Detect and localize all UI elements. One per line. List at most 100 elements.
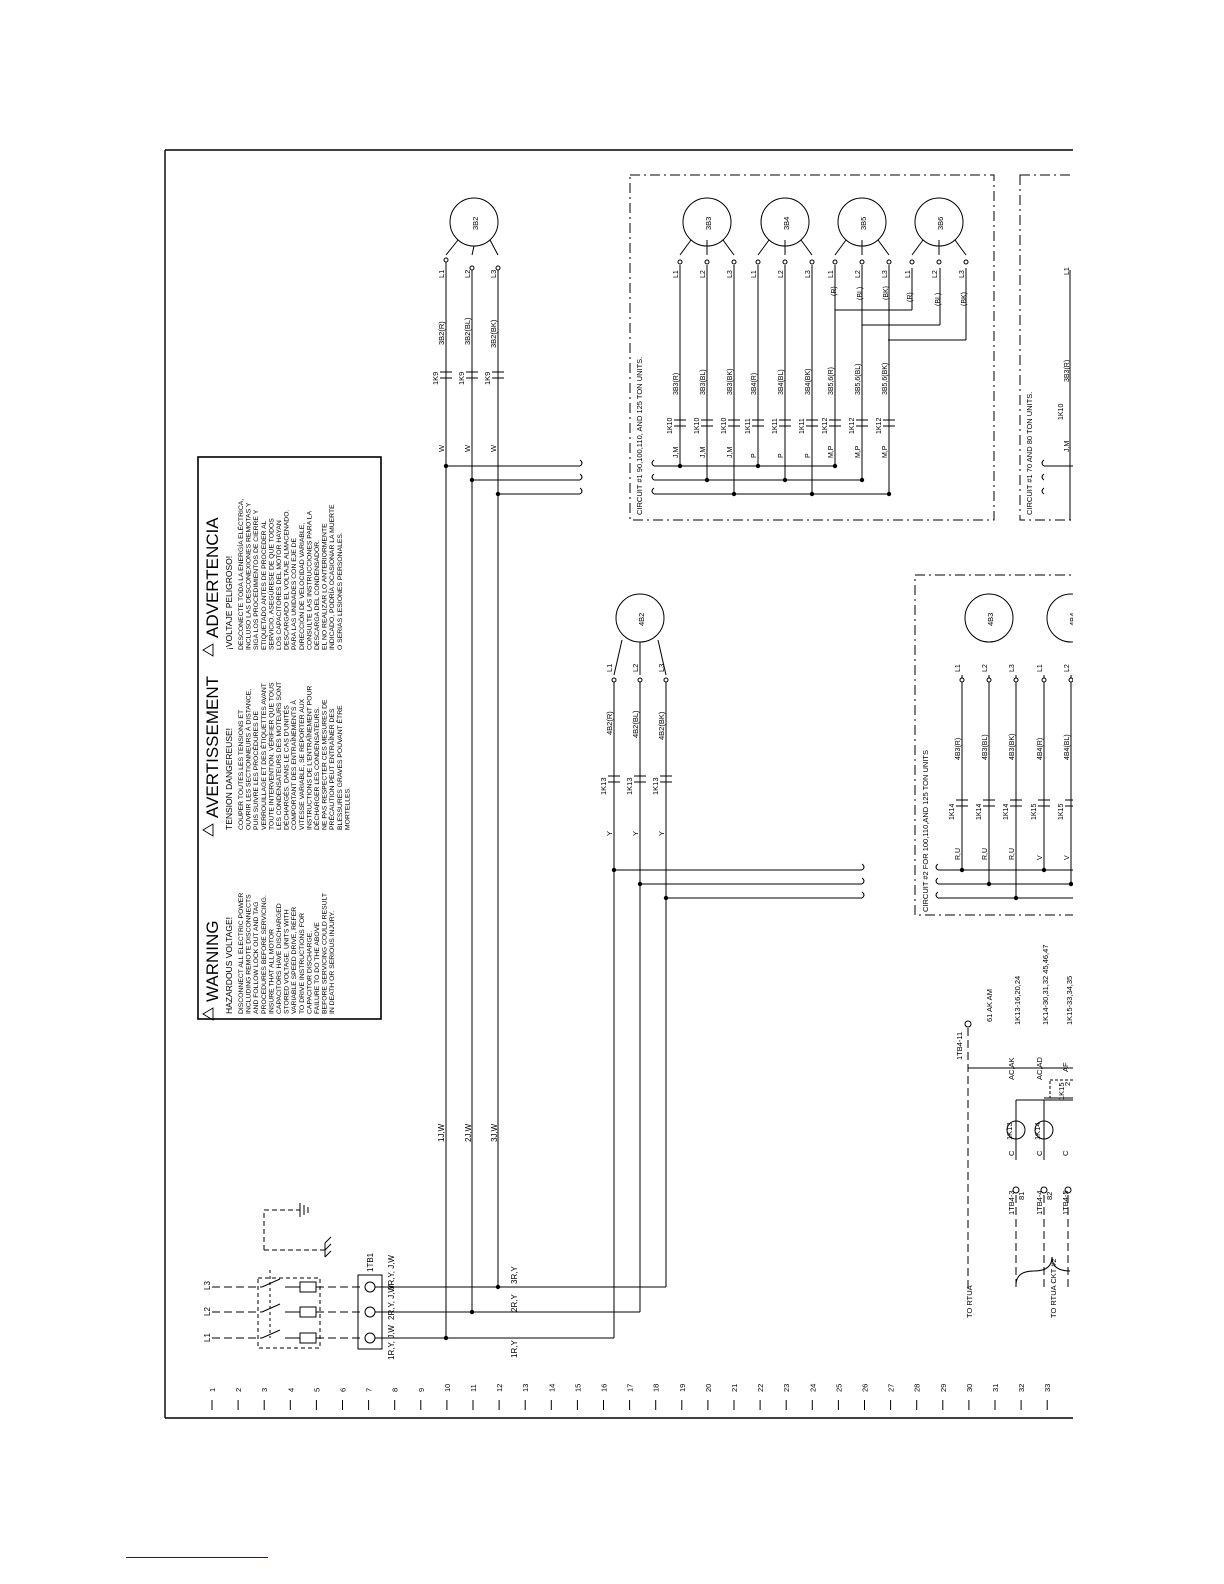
- warning-body-line: INCLUSO LAS DESCONEXIONES REMOTAS Y: [246, 502, 253, 650]
- motor-label: 3B5: [859, 217, 868, 230]
- terminal-dot: [986, 677, 992, 683]
- warning-subtitle-fr: TENSION DANGEREUSE!: [224, 728, 234, 830]
- motor-terminal: L1: [828, 270, 835, 278]
- fan-3B2-lead3: 3B2(BK): [489, 319, 498, 348]
- warning-body-line: IN DEATH OR SERIOUS INJURY.: [329, 911, 336, 1014]
- contactor-label: 1K10: [667, 418, 674, 434]
- fan-4B2-lead2: 4B2(BL): [631, 710, 640, 738]
- tb-row1-coil: 1K13: [1005, 1122, 1014, 1140]
- warning-body-line: COMPORTANT DES ENTRAÎNEMENTS À: [289, 700, 298, 830]
- fan-3B2-k3: 1K9: [483, 372, 492, 385]
- fan-3B2-lead2: 3B2(BL): [463, 317, 472, 345]
- terminal-dot: [704, 259, 710, 265]
- motor-label: 4B4: [1068, 613, 1077, 626]
- fan-4B2-k3: 1K13: [651, 777, 660, 795]
- motor-terminal: L1: [905, 270, 912, 278]
- wire-label: J,M: [700, 447, 707, 458]
- warning-title-fr: AVERTISSEMENT: [203, 676, 222, 818]
- warning-subtitle-en: HAZARDOUS VOLTAGE!: [224, 917, 234, 1014]
- warning-body-line: O SERIAS LESIONES PERSONALES.: [337, 532, 344, 650]
- warning-body-line: DÉCHARGER LES CONDENSATEURS.: [312, 707, 321, 830]
- circuit2-title: CIRCUIT #2 FOR 100,110,AND 125 TON UNITS: [921, 750, 930, 912]
- warning-body-es: DESCONECTE TODA LA ENERGÍA ELÉCTRICA,INC…: [236, 499, 344, 650]
- rung-number: 18: [652, 1384, 661, 1392]
- rung-number: 17: [626, 1384, 635, 1392]
- tb-row2-c: C: [1035, 1150, 1044, 1156]
- fan-4B2-w1: Y: [605, 831, 614, 836]
- fan-3B2-branch: 3B2 L1 L2 L3 3B2(R) 3B2(BL) 3B2(BK) 1K9 …: [431, 197, 504, 452]
- motor-terminal: L3: [882, 270, 889, 278]
- tb-row1-num: 81: [1017, 1192, 1026, 1200]
- wire-label-2: 2J,W: [464, 1123, 473, 1142]
- lead-label: 3B5,6(BK): [882, 363, 889, 395]
- to-rtua-label: TO RTUA: [965, 1285, 974, 1318]
- warning-body-line: VARIABLE SPEED DRIVE, REFER: [291, 907, 298, 1014]
- rung-number: 10: [443, 1384, 452, 1392]
- wire-label: P: [778, 453, 785, 458]
- motor-lead: [911, 239, 924, 256]
- warning-body-line: AND FOLLOW LOCK OUT AND TAG: [253, 901, 260, 1014]
- warning-body-line: OUVRIR LES SECTIONNEURS À DISTANCE,: [244, 689, 253, 830]
- contactor-label: 1K12: [876, 418, 883, 434]
- fan-4B2-label: 4B2: [637, 613, 646, 626]
- fan-3B2-w3: W: [489, 444, 498, 452]
- warning-body-line: MORTELLES.: [344, 787, 351, 830]
- warning-body-line: CAPACITORS HAVE DISCHARGED: [276, 903, 283, 1014]
- contactor-label: 1K11: [745, 418, 752, 434]
- fan-3B2-k1: 1K9: [431, 372, 440, 385]
- motor-label: 3B6: [936, 217, 945, 230]
- rung-number: 31: [991, 1384, 1000, 1392]
- c1-b6-color-r: (R): [907, 292, 914, 302]
- warning-body-line: PROCEDURES BEFORE SERVICING.: [261, 895, 268, 1014]
- warning-body-line: COUPER TOUTES LES TENSIONS ET: [238, 710, 245, 830]
- rung-number: 16: [600, 1384, 609, 1392]
- rung-number: 21: [730, 1384, 739, 1392]
- circuit2-motors: 4B3L14B3(R)1K14R,UL24B3(BL)1K14R,UL34B3(…: [949, 593, 1077, 901]
- lead-label: 3B5,6(BL): [855, 363, 862, 395]
- wire-label: P: [805, 453, 812, 458]
- warning-label: WARNING HAZARDOUS VOLTAGE! DISCONNECT AL…: [197, 456, 382, 1021]
- drawing-frame: [164, 149, 1073, 1419]
- motor-terminal: L2: [778, 270, 785, 278]
- fan-3B2-w2: W: [463, 444, 472, 452]
- bus-dots: [443, 463, 669, 1341]
- lead-label: 4B3(R): [955, 738, 962, 760]
- warning-body-line: TO DRIVE INSTRUCTIONS FOR: [299, 913, 306, 1014]
- contactor-label: 1K14: [1003, 804, 1010, 820]
- rung-number: 2: [234, 1388, 243, 1392]
- rung-number: 24: [808, 1384, 817, 1392]
- rung-number: 11: [469, 1384, 478, 1392]
- feeder-buses: [445, 260, 865, 1338]
- tb-row1-refs: 1K13-16,20,24: [1013, 976, 1022, 1025]
- warning-body-line: NE PAS RESPECTER CES MESURES DE: [322, 699, 329, 830]
- warning-body-line: VERROUILLAGE ET DES ÉTIQUETTES AVANT: [259, 683, 268, 830]
- motor-terminal: L2: [700, 270, 707, 278]
- lead-label: 3B4(BL): [778, 369, 785, 395]
- c1-b5-color-r: (R): [831, 286, 838, 296]
- motor-terminal: L2: [1064, 664, 1071, 672]
- terminal-dot: [731, 259, 737, 265]
- warning-body-line: PRÉCAUTION PEUT ENTRAÎNER DES: [327, 708, 336, 830]
- tb-label-3: 3R,Y, J,W: [387, 1255, 396, 1290]
- motor-lead: [757, 239, 770, 256]
- wire-label-1: 1J,W: [437, 1123, 446, 1142]
- contactor-label: 1K10: [694, 418, 701, 434]
- c1-b5-color-bk: (BK): [883, 286, 890, 300]
- motor-terminal: L3: [959, 270, 966, 278]
- circuit1b-box: CIRCUIT #1 70 AND 80 TON UNITS. L1 3B3(R…: [1019, 174, 1073, 521]
- fan-4B2-w2: Y: [631, 831, 640, 836]
- tb-label-2: 2R,Y, J,W: [387, 1285, 396, 1320]
- motor-circle: [964, 593, 1014, 643]
- rung-number: 25: [834, 1384, 843, 1392]
- to-rtua-ckt2-label: TO RTUA CKT #2: [1049, 1258, 1058, 1318]
- warning-body-line: DESCARGA DEL CONDENSADOR.: [314, 540, 321, 650]
- warning-subtitle-es: ¡VOLTAJE PELIGROSO!: [224, 556, 234, 650]
- rung-number: 6: [339, 1388, 348, 1392]
- rung-number: 26: [861, 1384, 870, 1392]
- fan-3B2-k2: 1K9: [457, 372, 466, 385]
- circuit1b-title: CIRCUIT #1 70 AND 80 TON UNITS.: [1025, 392, 1034, 515]
- warning-body-line: DIRECCIÓN DE VELOCIDAD VARIABLE,: [297, 523, 306, 650]
- motor-lead: [954, 239, 967, 256]
